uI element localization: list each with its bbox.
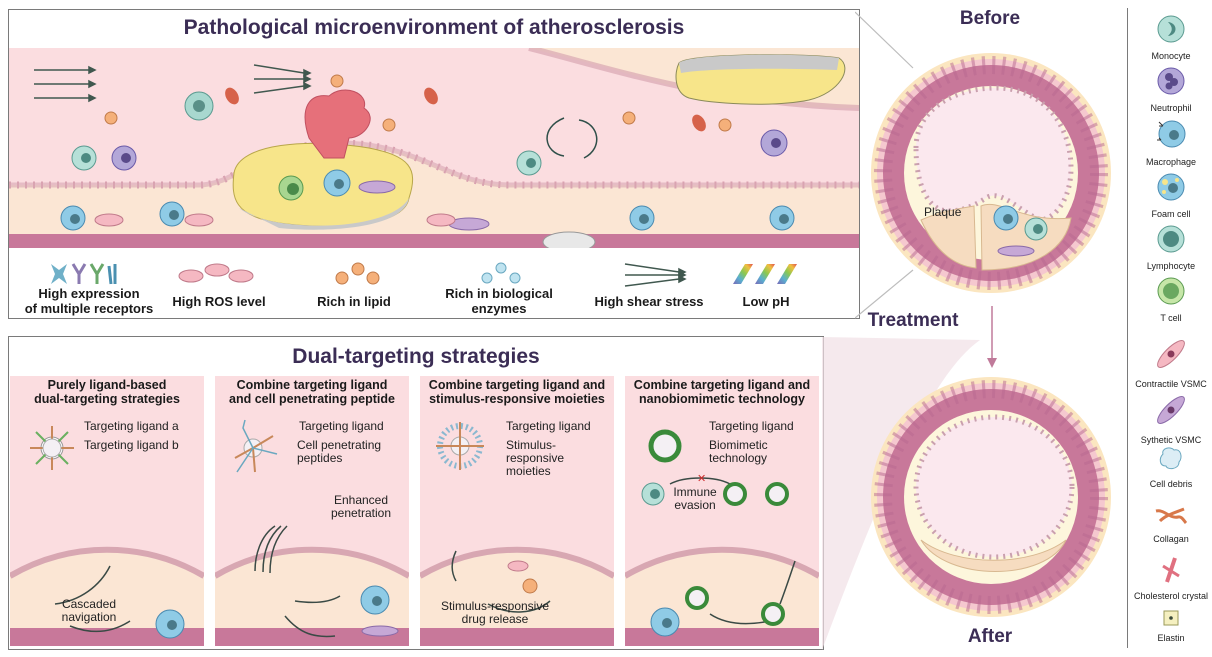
pathology-panel: Pathological microenvironment of atheros…: [8, 9, 860, 319]
key-item-lymphocyte: Lymphocyte: [1130, 224, 1212, 271]
strategy-2-background: [215, 376, 409, 646]
after-lumen: [913, 414, 1075, 560]
connector-lines: [855, 11, 914, 319]
media-layer: [9, 234, 859, 248]
key-item-cholesterol-crystal: Cholesterol crystal: [1130, 556, 1212, 601]
strategy-2-caption: Enhanced penetration: [330, 493, 392, 520]
ros-icon: [178, 263, 254, 283]
strategy-card-2: Combine targeting ligand and cell penetr…: [215, 376, 409, 646]
lipid-icon: [335, 262, 380, 285]
contractile-vsmc-icon: [1157, 340, 1185, 368]
key-item-foam-cell: Foam cell: [1130, 172, 1212, 219]
strategy-4-background: ✕: [625, 376, 819, 646]
low-ph-icon: [733, 264, 797, 284]
strategy-card-4: ✕ Combine targeting ligand and nanobiomi…: [625, 376, 819, 646]
before-label: Before: [959, 8, 1021, 29]
strategy-3-background: [420, 376, 614, 646]
turbulence-icon: [546, 117, 598, 159]
treatment-arrow: [987, 306, 997, 368]
key-item-cell-debris: Cell debris: [1130, 446, 1212, 489]
svg-text:✕: ✕: [697, 472, 706, 485]
strategy-2-title: Combine targeting ligand and cell penetr…: [229, 378, 395, 406]
enzyme-icon: [481, 262, 521, 284]
strategy-3-title: Combine targeting ligand and stimulus-re…: [428, 378, 606, 406]
zoom-wedge: [822, 337, 980, 650]
before-vessel: [871, 53, 1111, 293]
receptors-icon: [51, 263, 117, 285]
key-item-t-cell: T cell: [1130, 276, 1212, 323]
legend-label-ph: Low pH: [742, 294, 790, 309]
before-lumen: [913, 85, 1074, 223]
strategy-1-title: Purely ligand-based dual-targeting strat…: [34, 378, 180, 406]
after-label: After: [967, 626, 1013, 647]
collagen-icon: [1155, 507, 1188, 525]
strategy-3-caption: Stimulus-responsive drug release: [440, 599, 550, 626]
neutrophil-icon: [1157, 67, 1185, 95]
treatment-label: Treatment: [867, 310, 959, 331]
lumen-cells: [60, 74, 795, 248]
key-item-contractile-vsmc: Contractile VSMC: [1130, 336, 1212, 389]
strategy-1-label-b: Targeting ligand b: [84, 438, 179, 452]
flow-arrows: [34, 64, 312, 103]
strategy-3-label-ligand: Targeting ligand: [506, 419, 591, 433]
thrombus: [304, 89, 371, 159]
key-divider: [1127, 8, 1128, 648]
legend-label-lipid: Rich in lipid: [317, 294, 391, 309]
strategy-2-label-cpp: Cell penetrating peptides: [297, 438, 382, 465]
monocyte-icon: [1157, 15, 1185, 43]
strategy-2-label-ligand: Targeting ligand: [299, 419, 384, 433]
key-item-collagen: Collagan: [1130, 505, 1212, 544]
strategy-1-caption: Cascaded navigation: [61, 597, 117, 624]
strategy-4-label-biomimetic: Biomimetic technology: [709, 438, 768, 465]
strategy-1-label-a: Targeting ligand a: [84, 419, 179, 433]
nanoparticle-icon: [30, 426, 74, 470]
t-cell-icon: [1157, 277, 1185, 305]
foam-cell-icon: [1157, 173, 1185, 201]
strategy-card-1: Purely ligand-based dual-targeting strat…: [10, 376, 204, 646]
plaque-label: Plaque: [924, 205, 962, 219]
legend-label-ros: High ROS level: [172, 294, 266, 309]
key-item-macrophage: Macrophage: [1130, 118, 1212, 167]
cell-debris-icon: [1159, 447, 1182, 470]
cascade-arrows: [54, 565, 131, 633]
cholesterol-crystal-icon: [1162, 557, 1180, 583]
synthetic-vsmc-icon: [1157, 396, 1185, 424]
legend-label-enzymes: Rich in biological enzymes: [445, 286, 553, 316]
key-item-neutrophil: Neutrophil: [1130, 66, 1212, 113]
key-item-synthetic-vsmc: Sythetic VSMC: [1130, 392, 1212, 445]
strategy-4-caption: Immune evasion: [673, 485, 717, 512]
elastin-icon: [1163, 610, 1179, 626]
key-item-monocyte: Monocyte: [1130, 14, 1212, 61]
shear-stress-icon: [624, 263, 687, 287]
strategies-title: Dual-targeting strategies: [292, 345, 540, 368]
pathology-title: Pathological microenvironment of atheros…: [183, 16, 685, 39]
pathology-scene: [9, 48, 859, 248]
strategy-1-background: [10, 376, 204, 646]
residual-plaque: [920, 539, 1067, 572]
legend-label-shear: High shear stress: [594, 294, 704, 309]
strategy-4-title: Combine targeting ligand and nanobiomime…: [633, 378, 811, 406]
plaque-left: [920, 205, 977, 269]
strategy-4-label-ligand: Targeting ligand: [709, 419, 794, 433]
key-item-elastin: Elastin: [1130, 610, 1212, 643]
legend-label-receptors: High expression of multiple receptors: [24, 286, 154, 316]
after-vessel: [871, 377, 1111, 617]
lymphocyte-icon: [1157, 225, 1185, 253]
macrophage-icon: [1157, 120, 1186, 148]
strategy-card-3: Combine targeting ligand and stimulus-re…: [420, 376, 614, 646]
strategy-3-label-moieties: Stimulus- responsive moieties: [506, 438, 565, 478]
